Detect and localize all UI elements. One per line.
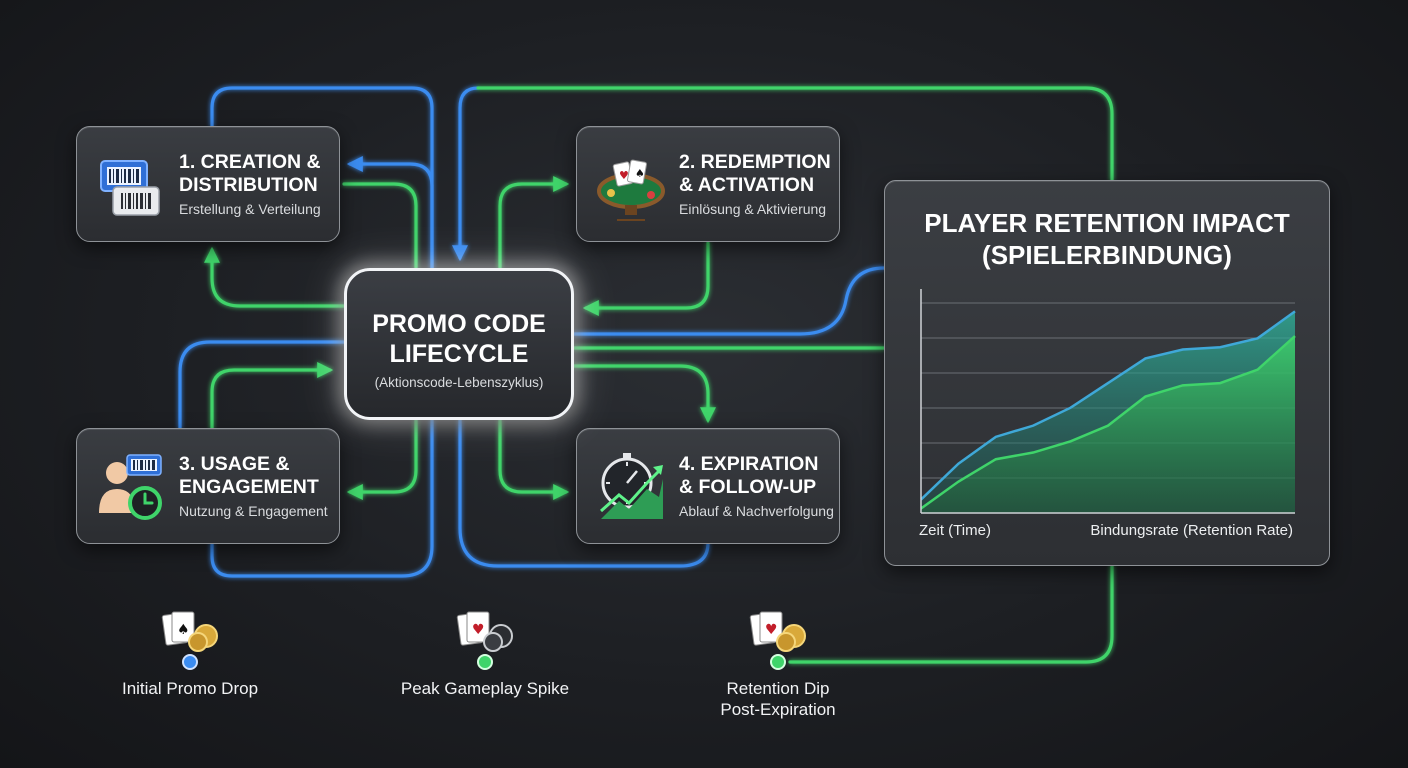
retention-chart <box>920 289 1296 514</box>
connector-blue-bottom-right <box>458 418 710 568</box>
connector-green-down-to-stage4 <box>572 364 716 424</box>
stage-subtitle: Nutzung & Engagement <box>179 503 328 519</box>
series-line-2 <box>920 335 1296 510</box>
connector-green-up-to-stage1 <box>204 246 346 308</box>
svg-text:♥: ♥ <box>619 169 629 182</box>
svg-text:♠: ♠ <box>635 167 645 180</box>
center-node[interactable]: PROMO CODE LIFECYCLE (Aktionscode-Lebens… <box>344 268 574 420</box>
center-title: PROMO CODE LIFECYCLE <box>372 310 546 368</box>
connector-blue-to-panel <box>572 266 886 336</box>
ticket-barcode-icon <box>95 149 167 221</box>
stopwatch-chart-icon <box>595 451 667 523</box>
cards-chips-icon: ♠ <box>161 611 218 652</box>
series-line-1 <box>920 310 1296 501</box>
stage-subtitle: Einlösung & Aktivierung <box>679 201 827 217</box>
svg-text:♥: ♥ <box>765 622 778 638</box>
stage-subtitle: Ablauf & Nachverfolgung <box>679 503 834 519</box>
milestone-label: Initial Promo Drop <box>121 679 259 698</box>
connector-blue-to-stage1 <box>346 156 434 270</box>
center-subtitle: (Aktionscode-Lebenszyklus) <box>374 375 544 390</box>
cards-chips-icon: ♥ <box>456 611 513 652</box>
connector-green-to-stage2 <box>498 176 570 270</box>
stage-title: 2. REDEMPTION & ACTIVATION <box>679 151 831 196</box>
milestone-dot <box>477 654 493 670</box>
y-axis-label: Bindungsrate (Retention Rate) <box>1090 522 1293 539</box>
stage-card-redemption[interactable]: ♥ ♠ 2. REDEMPTION & ACTIVATION Einlösung… <box>576 126 840 242</box>
cards-chips-icon: ♥ <box>749 611 806 652</box>
connector-green-top <box>476 86 1114 182</box>
milestone-label: Peak Gameplay Spike <box>400 679 570 698</box>
connector-green-stage2-to-center <box>582 241 710 316</box>
chart-areas <box>920 310 1296 513</box>
svg-text:♥: ♥ <box>472 622 485 638</box>
chart-title: PLAYER RETENTION IMPACT (SPIELERBINDUNG) <box>924 208 1290 270</box>
stage-subtitle: Erstellung & Verteilung <box>179 201 321 217</box>
connector-blue-left <box>178 340 346 430</box>
stage-title: 3. USAGE & ENGAGEMENT <box>179 453 319 498</box>
connector-green-to-center-left <box>210 362 334 430</box>
stage-card-expiration[interactable]: 4. EXPIRATION & FOLLOW-UP Ablauf & Nachv… <box>576 428 840 544</box>
timeline: ♠ ♥ ♥ <box>72 611 806 670</box>
stage-card-creation[interactable]: 1. CREATION & DISTRIBUTION Erstellung & … <box>76 126 340 242</box>
connector-green-stage1-to-center <box>342 182 418 270</box>
retention-panel: PLAYER RETENTION IMPACT (SPIELERBINDUNG)… <box>884 180 1330 566</box>
card-table-icon: ♥ ♠ <box>595 149 667 221</box>
stage-card-usage[interactable]: 3. USAGE & ENGAGEMENT Nutzung & Engageme… <box>76 428 340 544</box>
timeline-marker: ♥ <box>749 611 806 670</box>
milestone-dot <box>770 654 786 670</box>
milestone-label: Retention Dip Post-Expiration <box>720 679 836 719</box>
stage-title: 1. CREATION & DISTRIBUTION <box>179 151 321 196</box>
series-area-2 <box>921 336 1295 513</box>
stage-title: 4. EXPIRATION & FOLLOW-UP <box>679 453 819 498</box>
connector-green-to-stage3 <box>346 418 418 500</box>
svg-text:♠: ♠ <box>177 622 190 638</box>
milestone-dot <box>182 654 198 670</box>
connector-blue-to-center-top <box>452 86 480 262</box>
x-axis-label: Zeit (Time) <box>919 522 991 539</box>
connector-green-panel-to-timeline <box>788 564 1114 664</box>
user-clock-icon <box>95 451 167 523</box>
connector-green-to-stage4 <box>498 418 570 500</box>
connector-blue-bottom <box>210 418 434 578</box>
timeline-marker: ♠ <box>161 611 218 670</box>
timeline-marker: ♥ <box>456 611 513 670</box>
connector-blue-top <box>210 86 434 270</box>
